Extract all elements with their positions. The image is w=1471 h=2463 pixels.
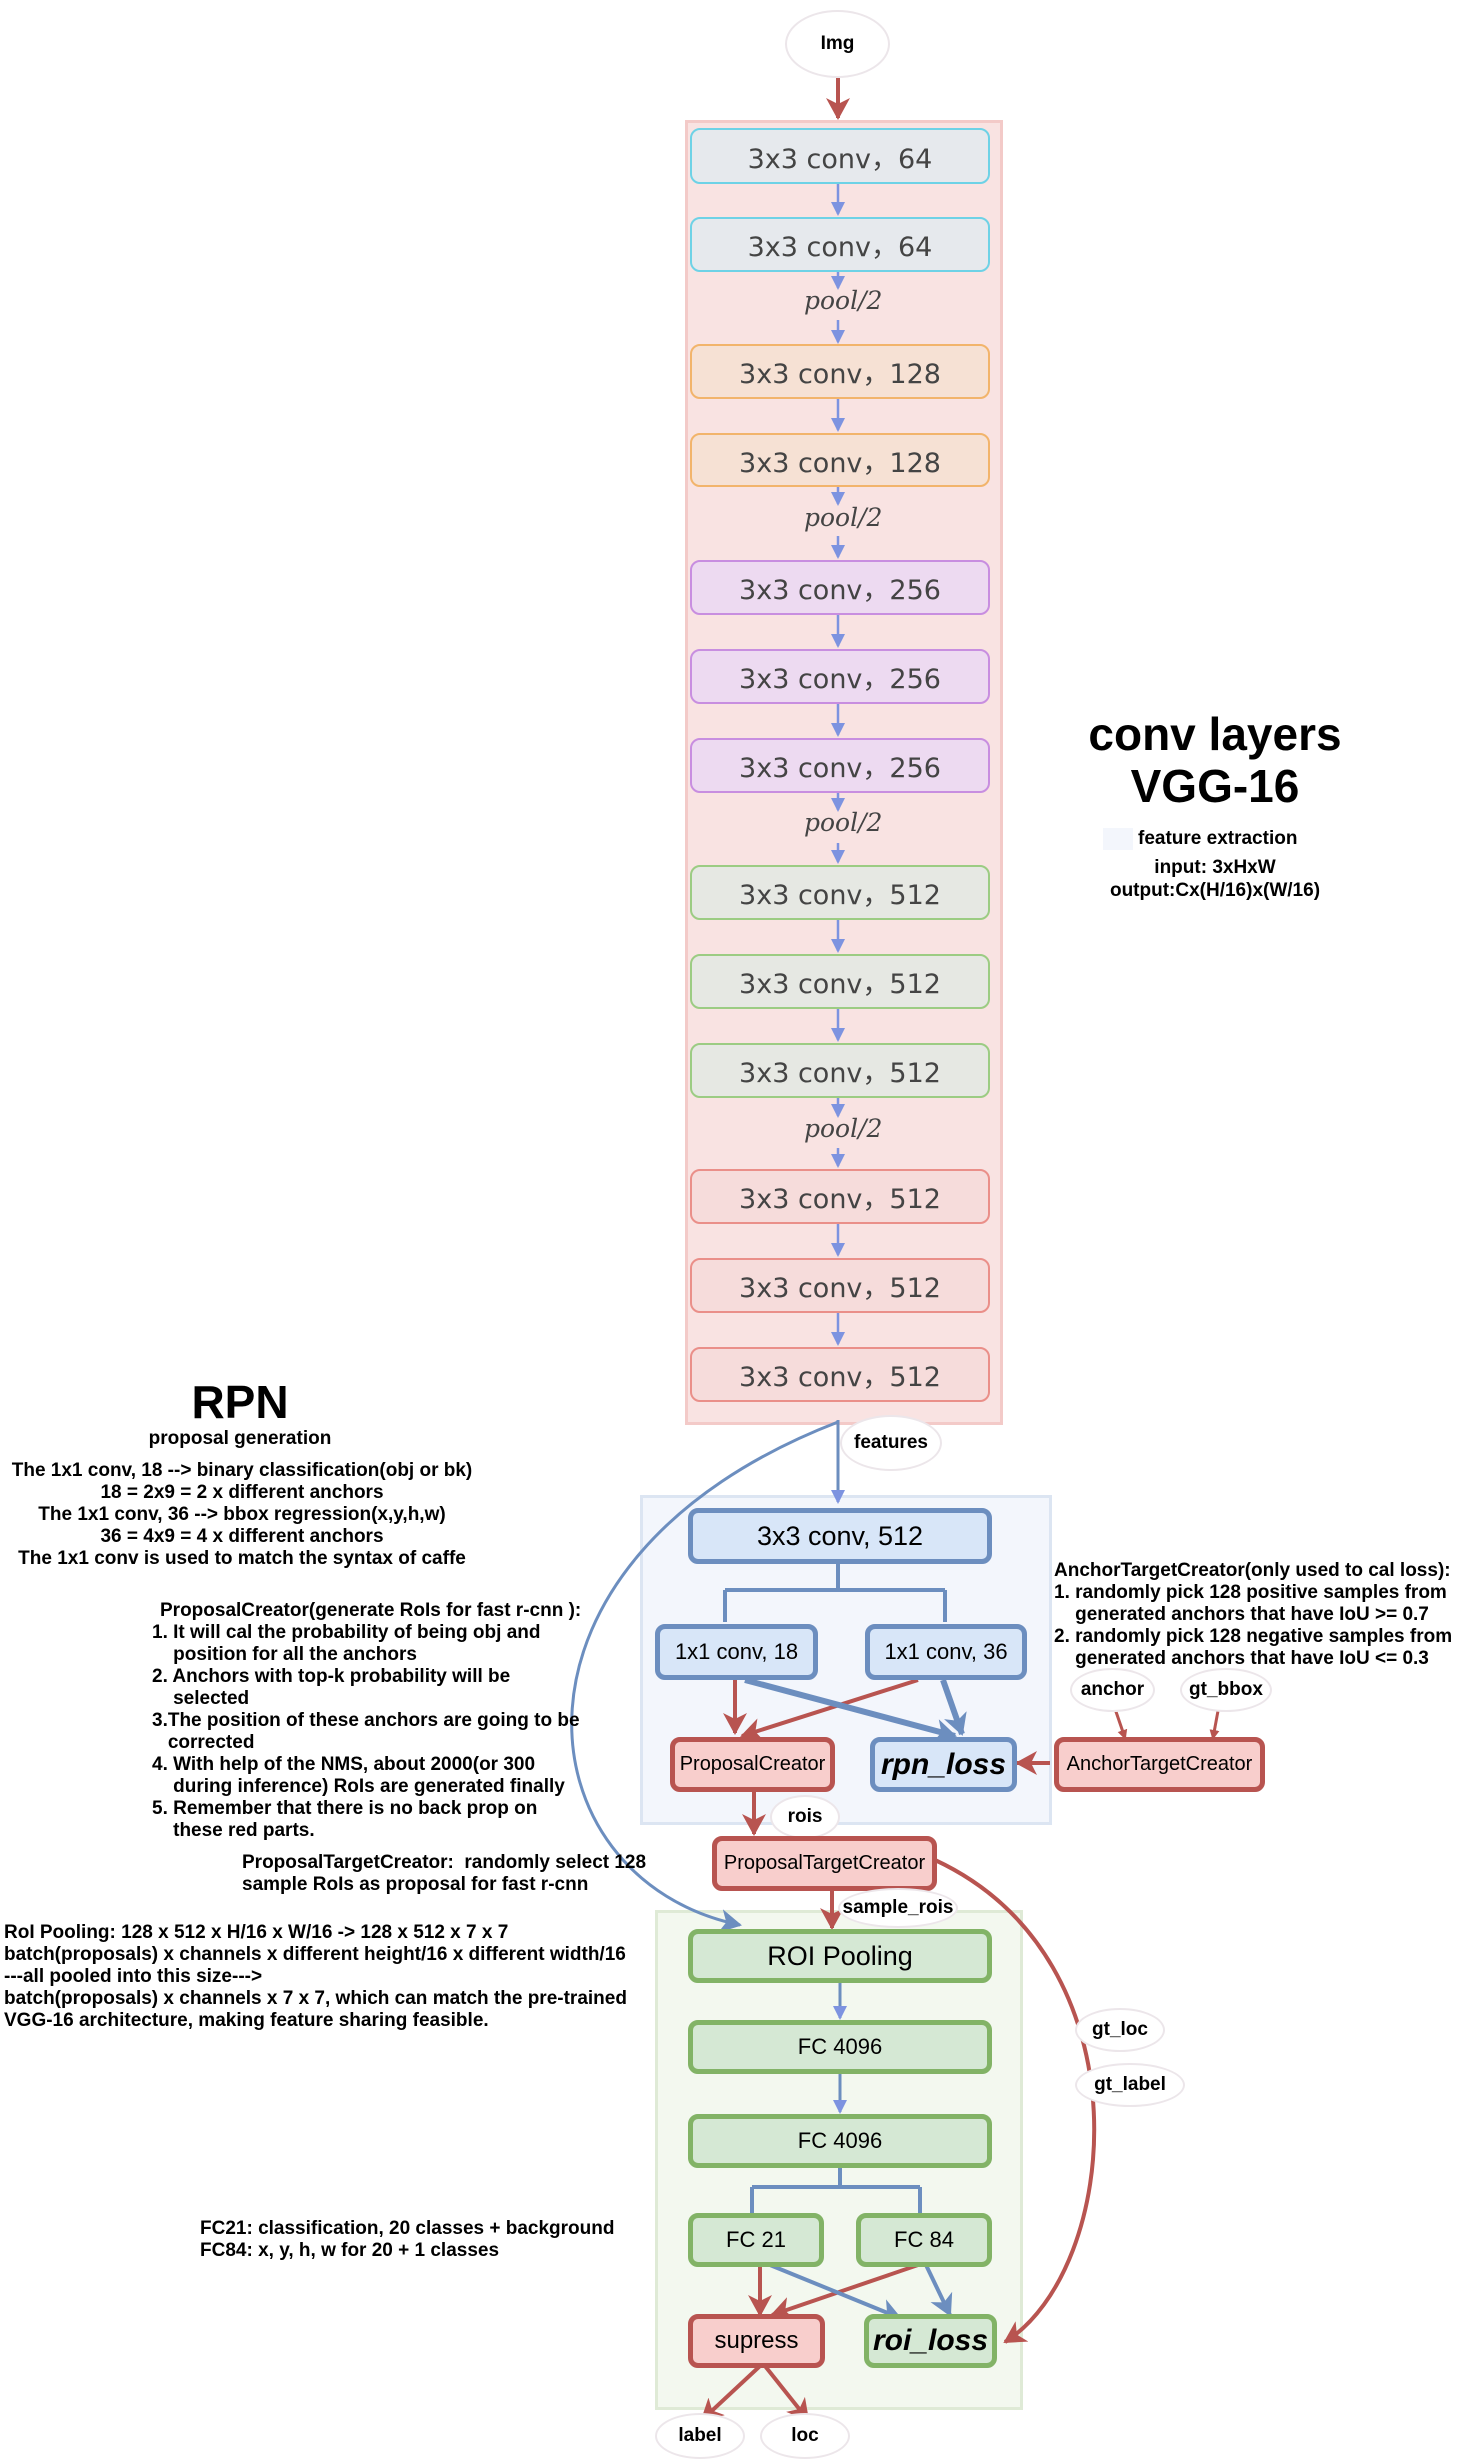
gt-bbox-node: gt_bbox <box>1180 1668 1272 1712</box>
rpn-subtitle: proposal generation <box>148 1428 332 1449</box>
proposal-target-creator-node: ProposalTargetCreator <box>712 1836 937 1891</box>
conv-layer-11: 3x3 conv，512 <box>690 1169 990 1224</box>
roi-loss-node: roi_loss <box>864 2314 997 2368</box>
gt-label-node: gt_label <box>1075 2063 1185 2107</box>
pool-label-3: pool/2 <box>804 808 883 837</box>
pool-label-2: pool/2 <box>804 503 883 532</box>
roi-pooling-note-5: VGG-16 architecture, making feature shar… <box>4 2010 489 2031</box>
vgg-subtitle-swatch <box>1103 828 1133 850</box>
rpn-note-1: The 1x1 conv, 18 --> binary classificati… <box>11 1460 473 1481</box>
conv-layer-1: 3x3 conv，64 <box>690 128 990 184</box>
label-output-node: label <box>655 2413 745 2459</box>
fc-note-1: FC21: classification, 20 classes + backg… <box>200 2218 615 2239</box>
arrow-ptc-to-roiloss <box>934 1858 1097 2344</box>
vgg-output-shape: output:Cx(H/16)x(W/16) <box>1109 880 1321 901</box>
rpn-note-3: The 1x1 conv, 36 --> bbox regression(x,y… <box>38 1504 446 1525</box>
fc21-node: FC 21 <box>688 2213 824 2267</box>
proposal-creator-note-6: corrected <box>152 1732 255 1753</box>
proposal-creator-node: ProposalCreator <box>670 1737 835 1792</box>
vgg-input-shape: input: 3xHxW <box>1154 857 1276 878</box>
img-input-node: Img <box>785 10 890 78</box>
roi-pooling-note-1: RoI Pooling: 128 x 512 x H/16 x W/16 -> … <box>4 1922 509 1943</box>
atc-note-3: 2. randomly pick 128 negative samples fr… <box>1054 1626 1453 1647</box>
anchor-target-creator-node: AnchorTargetCreator <box>1054 1737 1265 1792</box>
arrow-fc21-to-roiloss <box>769 2263 902 2322</box>
proposal-creator-note-7: 4. With help of the NMS, about 2000(or 3… <box>152 1754 536 1775</box>
ptc-note-1: ProposalTargetCreator: randomly select 1… <box>242 1852 647 1873</box>
arrow-supress-to-label <box>700 2364 762 2422</box>
conv-layer-8: 3x3 conv，512 <box>690 865 990 920</box>
arrow-fc84-to-supress <box>770 2263 919 2320</box>
anchor-node: anchor <box>1070 1668 1155 1712</box>
roi-pooling-note-4: batch(proposals) x channels x 7 x 7, whi… <box>4 1988 627 2009</box>
proposal-creator-note-3: 2. Anchors with top-k probability will b… <box>152 1666 511 1687</box>
fc1-node: FC 4096 <box>688 2020 992 2074</box>
conv-layer-12: 3x3 conv，512 <box>690 1258 990 1313</box>
arrow-fc84-to-roiloss <box>924 2264 953 2317</box>
supress-node: supress <box>688 2314 825 2368</box>
rpn-note-5: The 1x1 conv is used to match the syntax… <box>18 1548 466 1569</box>
conv-layer-6: 3x3 conv，256 <box>690 649 990 704</box>
atc-note-1: 1. randomly pick 128 positive samples fr… <box>1054 1582 1447 1603</box>
sample-rois-node: sample_rois <box>838 1888 958 1928</box>
rpn-title: RPN <box>191 1376 289 1428</box>
pool-label-4: pool/2 <box>804 1114 883 1143</box>
features-node: features <box>840 1415 942 1471</box>
conv-layer-2: 3x3 conv，64 <box>690 217 990 272</box>
ptc-note-2: sample RoIs as proposal for fast r-cnn <box>242 1874 589 1895</box>
rpn-reg-conv-node: 1x1 conv, 36 <box>865 1624 1027 1680</box>
arrow-cls-to-rpnloss <box>744 1677 957 1743</box>
proposal-creator-note-9: 5. Remember that there is no back prop o… <box>152 1798 538 1819</box>
pool-label-1: pool/2 <box>804 286 883 315</box>
conv-layer-10: 3x3 conv，512 <box>690 1043 990 1098</box>
fc84-node: FC 84 <box>856 2213 992 2267</box>
fc2-node: FC 4096 <box>688 2114 992 2168</box>
proposal-creator-note-8: during inference) RoIs are generated fin… <box>152 1776 565 1797</box>
proposal-creator-note-1: 1. It will cal the probability of being … <box>152 1622 541 1643</box>
arrow-reg-to-proposal <box>740 1678 919 1742</box>
roi-pooling-node: ROI Pooling <box>688 1929 992 1983</box>
atc-note-title: AnchorTargetCreator(only used to cal los… <box>1054 1560 1451 1581</box>
fc-note-2: FC84: x, y, h, w for 20 + 1 classes <box>200 2240 500 2261</box>
conv-layer-7: 3x3 conv，256 <box>690 738 990 793</box>
proposal-creator-note-title: ProposalCreator(generate RoIs for fast r… <box>160 1600 582 1621</box>
conv-layer-4: 3x3 conv，128 <box>690 433 990 487</box>
arrow-reg-to-rpnloss <box>940 1679 967 1736</box>
conv-layer-5: 3x3 conv，256 <box>690 560 990 615</box>
loc-output-node: loc <box>760 2413 850 2459</box>
rpn-note-4: 36 = 4x9 = 4 x different anchors <box>100 1526 384 1547</box>
roi-pooling-note-3: ---all pooled into this size---> <box>4 1966 263 1987</box>
proposal-creator-note-5: 3.The position of these anchors are goin… <box>152 1710 580 1731</box>
arrow-supress-to-loc <box>763 2364 810 2422</box>
conv-layer-9: 3x3 conv，512 <box>690 954 990 1009</box>
roi-pooling-note-2: batch(proposals) x channels x different … <box>4 1944 626 1965</box>
rpn-note-2: 18 = 2x9 = 2 x different anchors <box>100 1482 384 1503</box>
vgg-subtitle: feature extraction <box>1138 828 1298 849</box>
rpn-conv-node: 3x3 conv, 512 <box>688 1508 992 1564</box>
rois-node: rois <box>770 1795 840 1839</box>
conv-layer-3: 3x3 conv，128 <box>690 344 990 399</box>
rpn-cls-conv-node: 1x1 conv, 18 <box>655 1624 818 1680</box>
atc-note-4: generated anchors that have IoU <= 0.3 <box>1054 1648 1429 1669</box>
gt-loc-node: gt_loc <box>1075 2008 1165 2052</box>
atc-note-2: generated anchors that have IoU >= 0.7 <box>1054 1604 1429 1625</box>
proposal-creator-note-2: position for all the anchors <box>152 1644 417 1665</box>
conv-layer-13: 3x3 conv，512 <box>690 1347 990 1402</box>
proposal-creator-note-10: these red parts. <box>152 1820 315 1841</box>
proposal-creator-note-4: selected <box>152 1688 250 1709</box>
vgg-title-line1: conv layers <box>1088 708 1342 760</box>
arrow-features-to-roi-pooling <box>570 1420 839 1933</box>
vgg-title-line2: VGG-16 <box>1130 760 1300 812</box>
rpn-loss-node: rpn_loss <box>870 1737 1017 1792</box>
